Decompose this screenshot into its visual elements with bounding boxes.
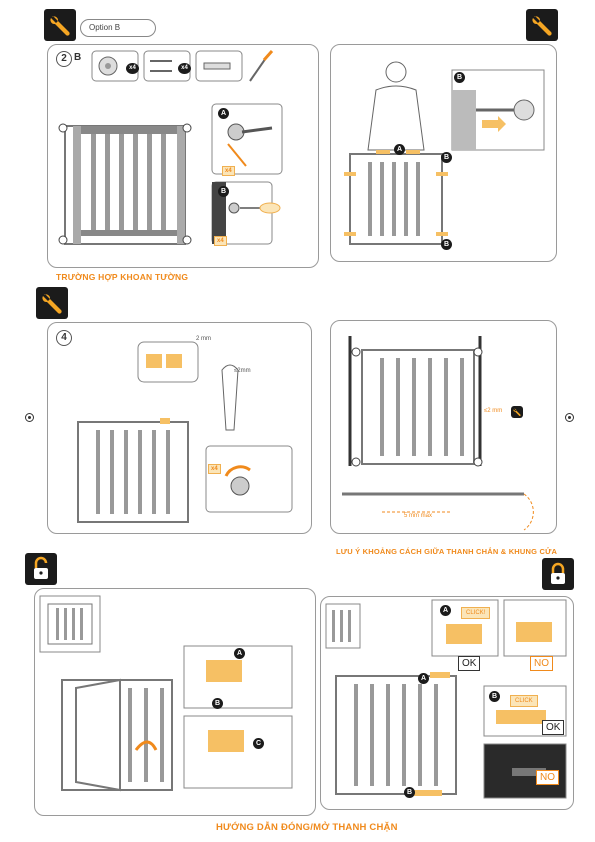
no-label-a: NO xyxy=(530,656,553,671)
click-label-b: CLICK xyxy=(510,695,538,707)
detail-boxes xyxy=(211,103,283,245)
detail-a-marker: A xyxy=(218,108,229,119)
side-gap-label: ≤2 mm xyxy=(484,408,503,414)
panel-gap-check xyxy=(330,320,557,534)
click-label-a: CLICK! xyxy=(461,607,491,619)
detail-b-marker: B xyxy=(489,691,500,702)
wrench-icon xyxy=(44,9,76,41)
option-b-label: Option B xyxy=(80,19,156,37)
marker-a: A xyxy=(394,144,405,155)
bottom-gap-label: 5 mm max xyxy=(404,513,433,519)
detail-b-marker: B xyxy=(454,72,465,83)
gate-adjust-illustration xyxy=(77,341,239,523)
page-registration-dot xyxy=(25,413,34,422)
step-number: 2 xyxy=(56,51,72,67)
detail-b-marker: B xyxy=(218,186,229,197)
no-label-b: NO xyxy=(536,770,559,785)
gate-open-illustration xyxy=(39,595,293,792)
gate-illustration xyxy=(58,123,192,245)
wrench-icon xyxy=(36,287,68,319)
marker-b-top: B xyxy=(441,152,452,163)
marker-b-bottom: B xyxy=(441,239,452,250)
marker-c: C xyxy=(253,738,264,749)
detail-a-marker: A xyxy=(440,605,451,616)
marker-a: A xyxy=(418,673,429,684)
qty-screws-badge: x4 xyxy=(178,63,191,74)
step-sub-label: B xyxy=(74,52,82,63)
wrench-gap-label: ≤2mm xyxy=(234,368,251,374)
gate-gap-illustration xyxy=(342,336,534,531)
knob-detail-box xyxy=(205,445,293,513)
lock-icon xyxy=(542,558,574,590)
step-number: 4 xyxy=(56,330,72,346)
detail-a-qty: x4 xyxy=(222,166,235,176)
hardware-parts xyxy=(91,50,274,82)
marker-b: B xyxy=(404,787,415,798)
gate-closed-illustration xyxy=(325,603,457,796)
ok-label-a: OK xyxy=(458,656,481,671)
caption-gap-note: LƯU Ý KHOẢNG CÁCH GIỮA THANH CHẮN & KHUN… xyxy=(336,547,558,556)
page-registration-dot xyxy=(565,413,574,422)
unlock-icon xyxy=(25,553,57,585)
detail-b-qty: x4 xyxy=(214,236,227,246)
wrench-icon xyxy=(526,9,558,41)
gap-label: 2 mm xyxy=(196,336,211,342)
caption-open-close-guide: HƯỚNG DẪN ĐÓNG/MỞ THANH CHẶN xyxy=(216,822,398,833)
qty-washers-badge: x4 xyxy=(126,63,139,74)
marker-a: A xyxy=(234,648,245,659)
knob-qty: x4 xyxy=(208,464,221,474)
marker-b: B xyxy=(212,698,223,709)
ok-label-b: OK xyxy=(542,720,565,735)
detail-b-box xyxy=(451,69,545,151)
wrench-icon xyxy=(511,406,523,418)
caption-wall-drilling: TRƯỜNG HỢP KHOAN TƯỜNG xyxy=(56,272,189,282)
